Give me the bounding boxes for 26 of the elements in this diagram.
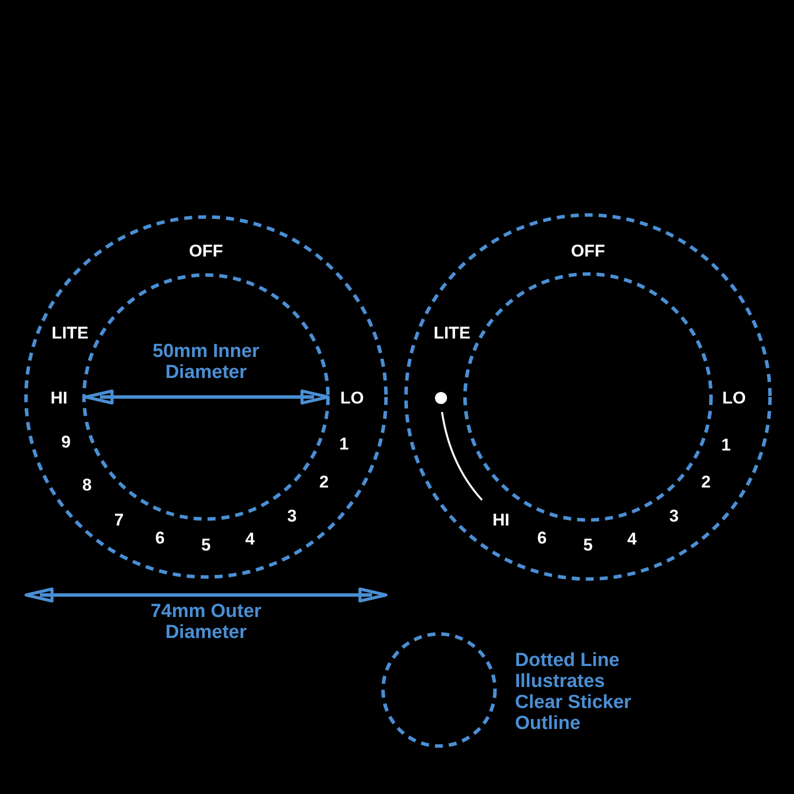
- dial-label: 2: [701, 471, 711, 494]
- dial-label: 2: [319, 471, 329, 494]
- dial-label: LO: [340, 387, 364, 410]
- dial-label: LITE: [52, 322, 88, 344]
- dimension-label: 74mm Outer Diameter: [150, 601, 262, 643]
- dial-label: LITE: [434, 322, 470, 344]
- dial-label: 1: [721, 434, 731, 456]
- dial-label: 5: [201, 534, 211, 556]
- dial-label: 9: [61, 431, 71, 454]
- legend-text: Dotted Line Illustrates Clear Sticker Outline: [515, 650, 632, 734]
- dial-label: HI: [50, 387, 68, 410]
- dial-label: 6: [537, 527, 547, 550]
- dial-label: 4: [627, 528, 637, 550]
- dimension-label: 50mm Inner Diameter: [152, 341, 260, 383]
- dial-label: 6: [155, 527, 165, 550]
- dial-label: 5: [583, 534, 593, 556]
- dial-label: OFF: [189, 240, 223, 262]
- dial-label: 3: [669, 505, 679, 528]
- dial-label: LO: [722, 387, 746, 410]
- dial-label: HI: [492, 509, 510, 532]
- dial-label: 8: [82, 474, 92, 496]
- dial-label: OFF: [571, 240, 605, 262]
- dial-label: 7: [114, 509, 124, 532]
- dial-label: 4: [245, 528, 255, 550]
- dial-label: 3: [287, 505, 297, 528]
- dial-label: 1: [339, 433, 349, 456]
